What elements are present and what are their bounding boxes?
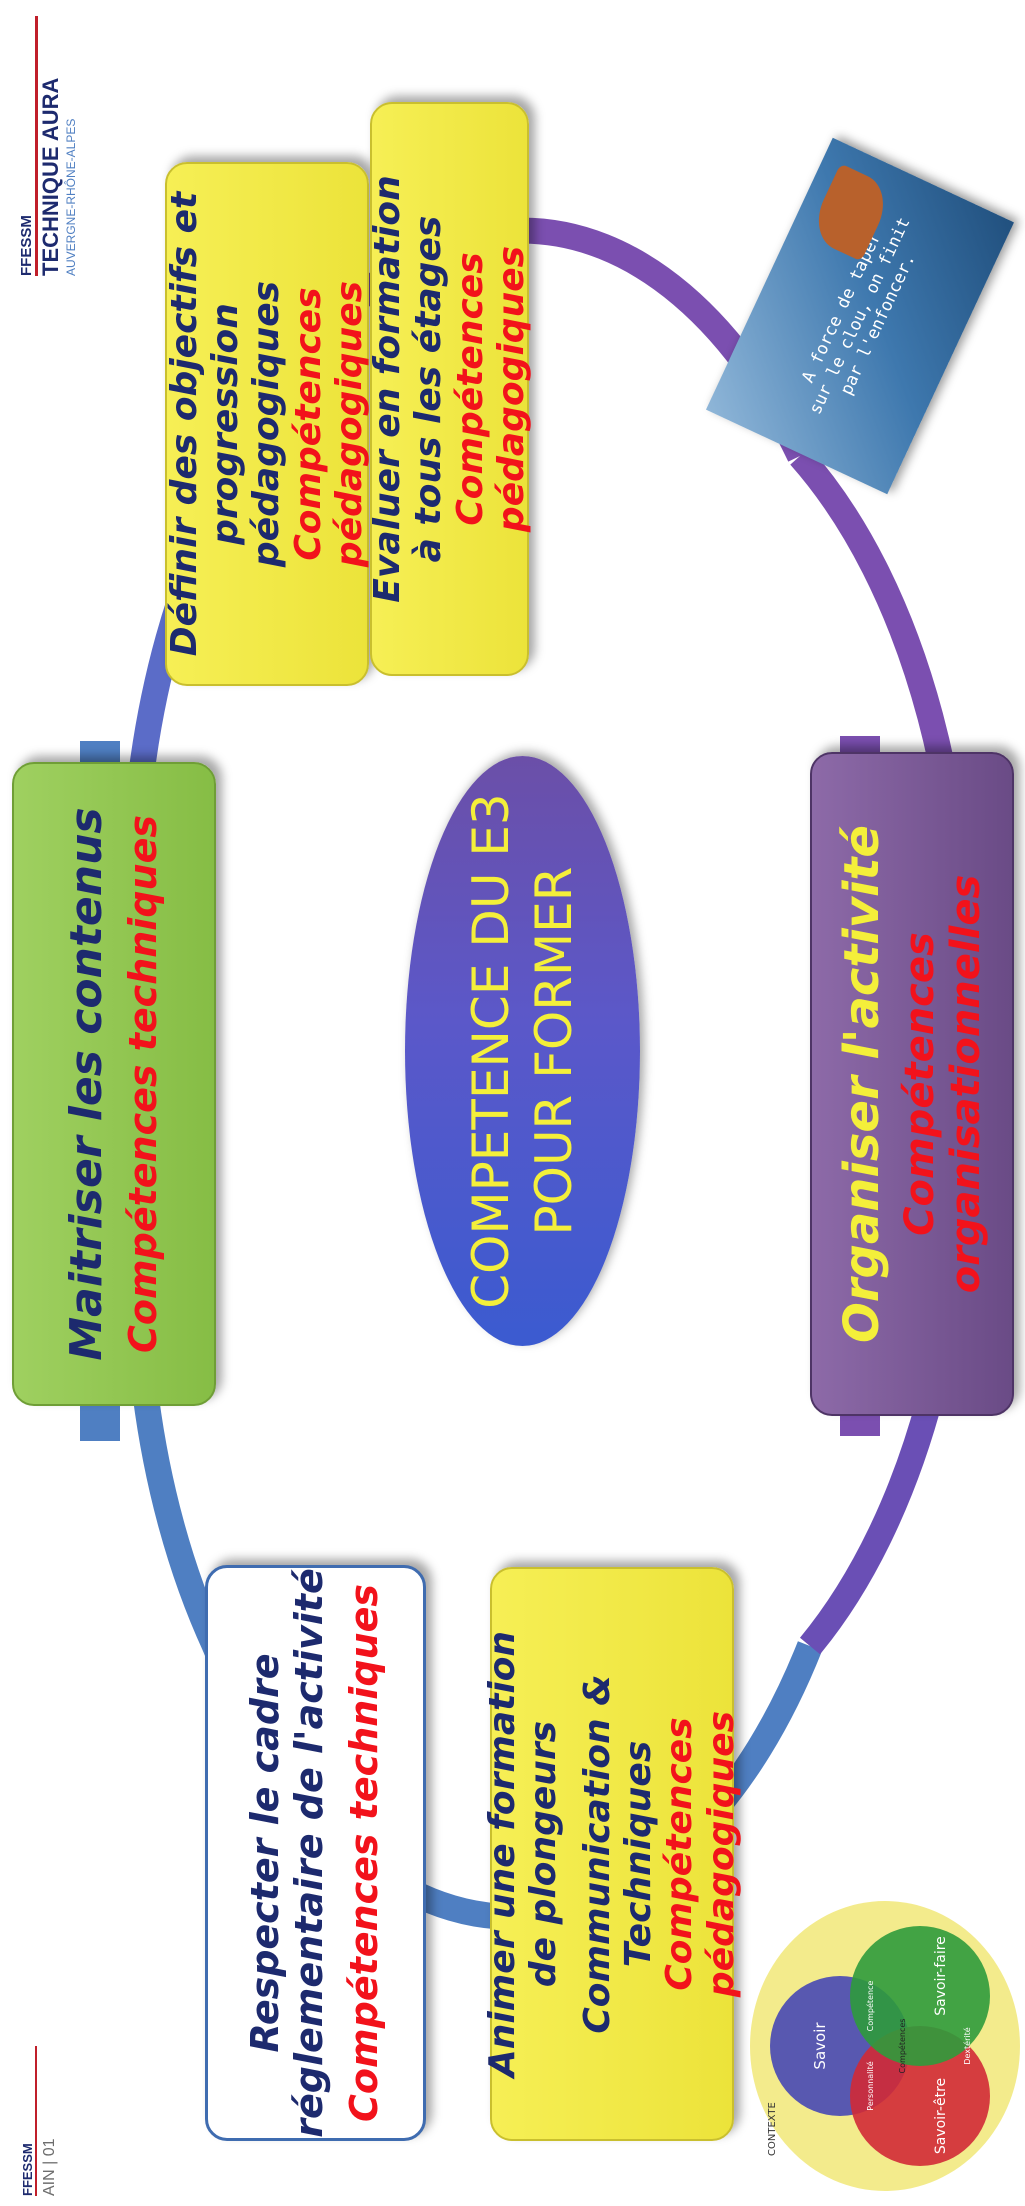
center-line2: POUR FORMER (524, 866, 583, 1236)
venn-diagram: Savoir Savoir-être Savoir-faire Personna… (750, 1901, 1020, 2191)
venn-label-savoir-etre: Savoir-être (933, 2078, 949, 2154)
venn-label-overlap3: Dextérité (962, 2027, 972, 2064)
box-respecter: Respecter le cadre réglementaire de l'ac… (205, 1565, 426, 2141)
center-line1: COMPETENCE DU E3 (462, 793, 520, 1309)
animer-line2: de plongeurs (523, 1720, 565, 1988)
evaluer-line1: Evaluer en formation (366, 175, 408, 603)
maitriser-subtitle: Compétences techniques (121, 815, 166, 1353)
definir-line2: progression pédagogiques (204, 280, 288, 568)
organiser-title: Organiser l'activité (834, 825, 891, 1343)
logo-top-brand: FFESSM (18, 215, 35, 276)
venn-savoir-faire (850, 1926, 990, 2066)
evaluer-line2: à tous les étages (408, 215, 450, 563)
venn-savoir-etre (850, 2026, 990, 2166)
box-definir: Définir des objectifs et progression péd… (163, 162, 371, 686)
animer-line1: Animer une formation (481, 1630, 523, 2078)
box-organiser: Organiser l'activité Compétences organis… (810, 752, 1014, 1416)
organiser-line3: organisationnelles (942, 874, 989, 1294)
logo-bottom-text: AIN | 01 (35, 2046, 59, 2196)
logo-bottom: FFESSM AIN | 01 (20, 2046, 100, 2196)
box-evaluer: Evaluer en formation à tous les étages C… (366, 102, 532, 676)
definir-line3: Compétences pédagogiques (287, 280, 371, 568)
respecter-line3: Compétences techniques (342, 1584, 387, 2122)
animer-line3: Communication & Techniques (576, 1674, 659, 2034)
venn-label-overlap2: Compétence (865, 1981, 875, 2032)
evaluer-line3: Compétences pédagogiques (449, 245, 532, 533)
venn-label-context: CONTEXTE (767, 2102, 778, 2156)
venn-label-savoir: Savoir (811, 2022, 829, 2070)
animer-line4: Compétences pédagogiques (659, 1710, 742, 1998)
logo-top: FFESSM TECHNIQUE AURA AUVERGNE-RHÔNE-ALP… (18, 16, 133, 276)
center-ellipse: COMPETENCE DU E3 POUR FORMER (405, 756, 640, 1346)
logo-bottom-brand: FFESSM (20, 2143, 35, 2196)
logo-top-line2: AUVERGNE-RHÔNE-ALPES (64, 118, 78, 276)
venn-label-overlap1: Personnalité (865, 2061, 875, 2110)
maitriser-title: Maitriser les contenus (60, 807, 112, 1361)
definir-line1: Définir des objectifs et (163, 191, 205, 657)
respecter-line2: réglementaire de l'activité (286, 1568, 331, 2138)
box-maitriser: Maitriser les contenus Compétences techn… (12, 762, 216, 1406)
logo-top-line1: TECHNIQUE AURA (35, 16, 64, 276)
venn-label-center: Compétences (897, 2019, 907, 2074)
organiser-line2: Compétences (896, 932, 943, 1236)
respecter-line1: Respecter le cadre (242, 1653, 287, 2053)
venn-label-savoir-faire: Savoir-faire (933, 1936, 949, 2016)
box-animer: Animer une formation de plongeurs Commun… (482, 1567, 742, 2141)
